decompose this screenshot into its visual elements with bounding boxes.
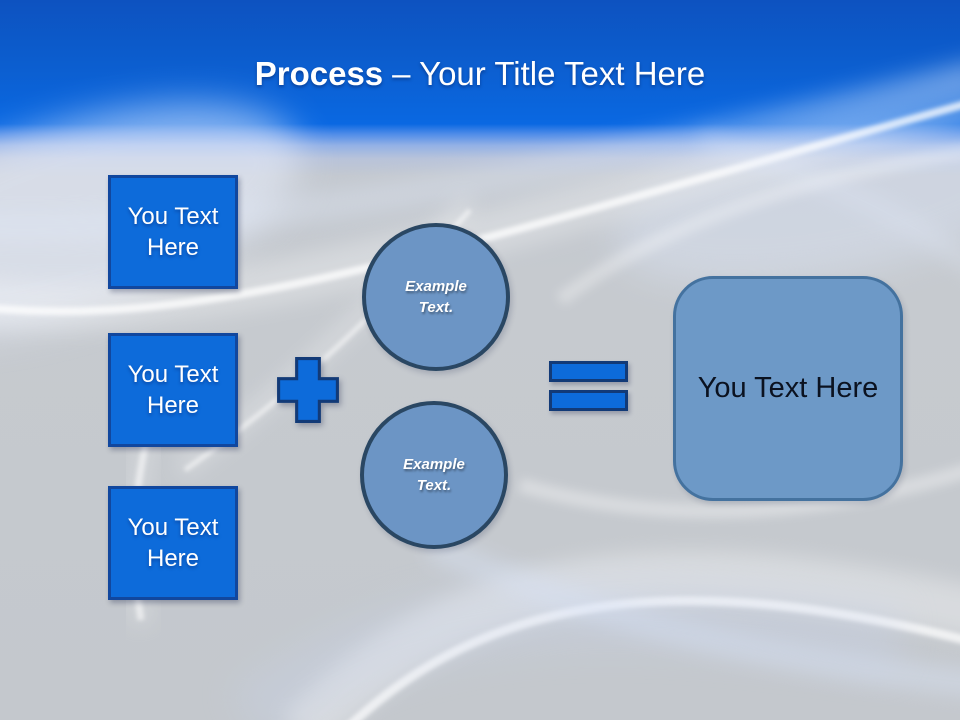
result-box: You Text Here [673, 276, 903, 501]
example-circle-1: Example Text. [362, 223, 510, 371]
example-circle-2: Example Text. [360, 401, 508, 549]
equals-icon [549, 390, 628, 411]
input-box-1: You Text Here [108, 175, 238, 289]
input-box-2: You Text Here [108, 333, 238, 447]
input-box-1-label: You Text Here [127, 203, 219, 261]
title-emphasis: Process [254, 55, 384, 92]
example-circle-1-label: Example Text. [405, 278, 467, 316]
plus-icon [277, 357, 339, 423]
input-box-2-label: You Text Here [127, 361, 219, 419]
title-rest: – Your Title Text Here [392, 55, 706, 92]
result-box-label: You Text Here [697, 372, 879, 404]
input-box-3: You Text Here [108, 486, 238, 600]
equals-icon [549, 361, 628, 382]
example-circle-2-label: Example Text. [403, 456, 465, 494]
input-box-3-label: You Text Here [127, 514, 219, 572]
slide-title: Process– Your Title Text Here [0, 54, 960, 94]
